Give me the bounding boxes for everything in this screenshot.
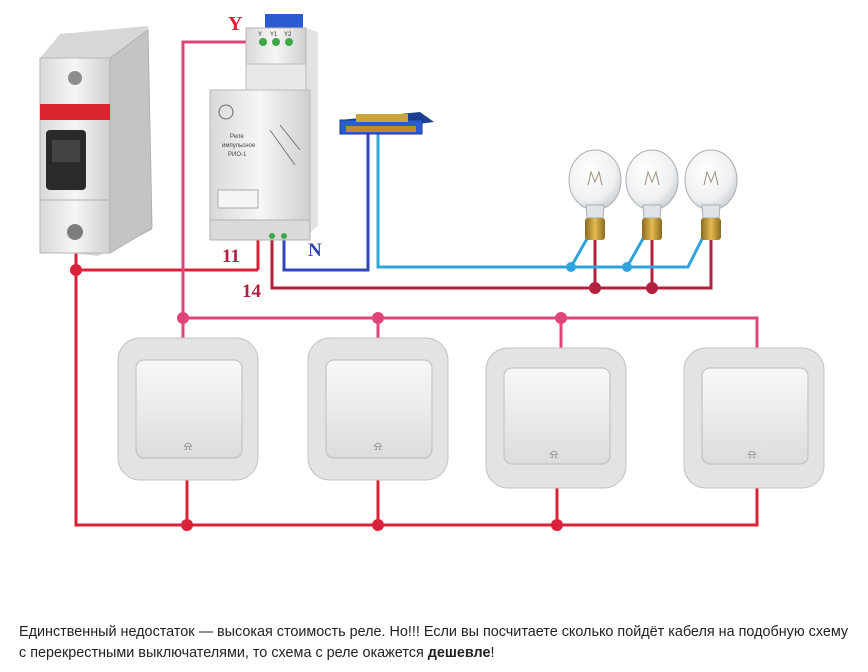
caption-end: ! [490, 645, 495, 662]
neutral-wire [282, 124, 705, 272]
svg-text:⍾: ⍾ [184, 439, 192, 453]
svg-text:⍾: ⍾ [550, 447, 558, 461]
label-y: Y [228, 13, 243, 35]
wiring-diagram: Y Y1 Y2 Реле импульсное РИО-1 [39, 13, 825, 531]
caption-text: Единственный недостаток — высокая стоимо… [19, 624, 849, 662]
push-button-switch-icon: ⍾ [307, 337, 449, 481]
caption-paragraph: Единственный недостаток — высокая стоимо… [19, 622, 849, 664]
label-n: N [308, 240, 322, 261]
label-11: 11 [222, 246, 240, 267]
relay-label-line3: РИО-1 [228, 152, 247, 158]
relay-terminal-y2: Y2 [284, 32, 292, 38]
label-14: 14 [242, 281, 262, 302]
lamp-icon [625, 149, 679, 240]
lamp-icon [568, 149, 622, 240]
push-button-switches: ⍾ ⍾ ⍾ ⍾ [117, 337, 825, 489]
caption-bold-word: дешевле [427, 645, 491, 662]
push-button-switch-icon: ⍾ [485, 347, 627, 489]
svg-text:⍾: ⍾ [748, 447, 756, 461]
neutral-busbar-icon [339, 112, 434, 135]
relay-terminal-y1: Y1 [270, 32, 278, 38]
impulse-relay-icon: Y Y1 Y2 Реле импульсное РИО-1 [209, 14, 318, 241]
svg-text:⍾: ⍾ [374, 439, 382, 453]
push-button-switch-icon: ⍾ [117, 337, 259, 481]
relay-terminal-y: Y [258, 32, 262, 38]
relay-label-line2: импульсное [222, 143, 256, 149]
junction-dots [70, 262, 658, 531]
lamp-icon [684, 149, 738, 240]
circuit-breaker-icon [39, 26, 153, 256]
push-button-switch-icon: ⍾ [683, 347, 825, 489]
lamp-bulbs [568, 149, 738, 240]
relay-label-line1: Реле [230, 134, 244, 140]
lamp-wire-14 [270, 240, 713, 290]
